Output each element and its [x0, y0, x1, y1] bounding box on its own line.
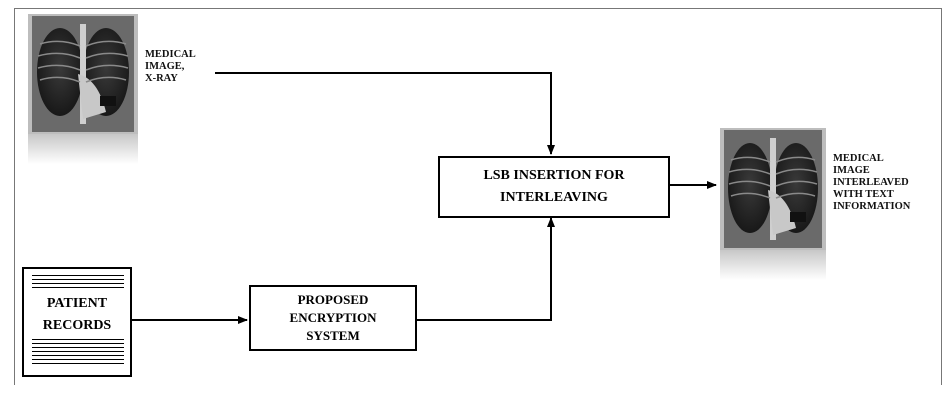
encryption-system-box: PROPOSED ENCRYPTION SYSTEM: [249, 285, 417, 351]
source-image-label-line: IMAGE,: [145, 61, 185, 72]
output-xray-image: [720, 128, 826, 280]
output-image-label: MEDICAL IMAGE INTERLEAVED WITH TEXT INFO…: [833, 153, 910, 213]
document-lines-top: [32, 275, 124, 291]
edge-encryption-to-lsb: [415, 217, 555, 321]
encryption-box-line: SYSTEM: [306, 328, 360, 343]
output-image-label-line: WITH TEXT: [833, 189, 894, 200]
lsb-box-line: INTERLEAVING: [500, 190, 608, 205]
source-image-label-line: MEDICAL: [145, 49, 196, 60]
source-image-label: MEDICAL IMAGE, X-RAY: [145, 49, 196, 85]
output-image-label-line: INFORMATION: [833, 201, 911, 212]
encryption-box-line: ENCRYPTION: [289, 310, 377, 325]
edge-xray-to-lsb: [215, 72, 555, 155]
source-image-label-line: X-RAY: [145, 73, 178, 84]
encryption-box-line: PROPOSED: [297, 292, 369, 307]
output-image-label-line: INTERLEAVED: [833, 177, 909, 188]
diagram-frame: [14, 8, 942, 385]
lsb-insertion-box: LSB INSERTION FOR INTERLEAVING: [438, 156, 670, 218]
output-image-label-line: MEDICAL: [833, 153, 884, 164]
patient-records-document: PATIENT RECORDS: [22, 267, 132, 377]
patient-records-label: PATIENT RECORDS: [24, 293, 130, 337]
source-xray-image: [28, 14, 138, 164]
document-lines-bottom: [32, 339, 124, 367]
lsb-box-line: LSB INSERTION FOR: [483, 168, 625, 183]
output-image-label-line: IMAGE: [833, 165, 870, 176]
patient-records-line: RECORDS: [42, 318, 112, 333]
patient-records-line: PATIENT: [46, 296, 108, 311]
